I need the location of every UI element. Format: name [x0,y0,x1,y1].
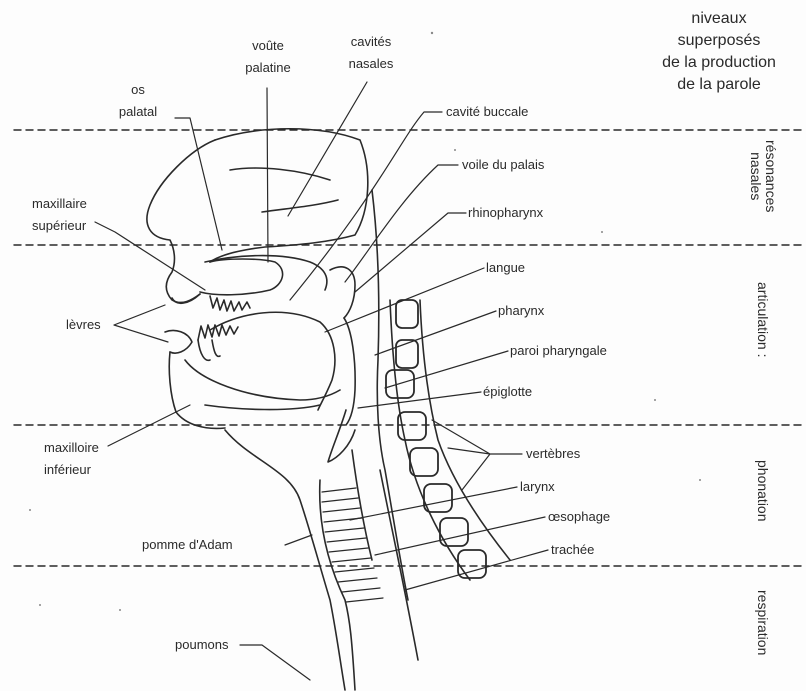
label-line: cavités [340,34,402,50]
level-label-nasal: résonances nasales [748,140,778,212]
label-levres: lèvres [66,317,101,333]
label-vertebres: vertèbres [526,446,580,462]
label-maxillaire-superieur: maxillaire supérieur [32,196,87,234]
label-cavites-nasales: cavités nasales [340,34,402,72]
label-paroi-pharyngale: paroi pharyngale [510,343,607,359]
title-line: de la parole [644,74,794,96]
label-larynx: larynx [520,479,555,495]
title-line: superposés [644,30,794,52]
level-label-line: résonances [763,140,778,212]
face-profile [147,140,215,302]
label-poumons: poumons [175,637,228,653]
epiglottis-outline [328,410,355,462]
label-line: palatine [242,60,294,76]
diagram-title: niveaux superposés de la production de l… [644,8,794,96]
level-label-line: nasales [748,140,763,212]
title-line: de la production [644,52,794,74]
label-line: palatal [112,104,164,120]
vertebra [396,340,418,368]
label-line: voûte [242,38,294,54]
label-cavite-buccale: cavité buccale [446,104,528,120]
esophagus [380,470,418,660]
label-oesophage: œsophage [548,509,610,525]
label-line: os [112,82,164,98]
label-langue: langue [486,260,525,276]
level-label-line: phonation [755,460,770,522]
label-epiglotte: épiglotte [483,384,532,400]
larynx-back [352,450,372,560]
maxilla [200,259,283,295]
chin [169,352,225,428]
label-line: nasales [340,56,402,72]
lower-teeth-roots [198,340,220,360]
title-line: niveaux [644,8,794,30]
label-line: maxilloire [44,440,99,456]
level-label-line: respiration [755,590,770,655]
vertebrae [386,300,486,578]
label-voile-du-palais: voile du palais [462,157,544,173]
level-label-phonation: phonation [755,460,770,522]
lower-teeth [198,325,238,340]
label-rhinopharynx: rhinopharynx [468,205,543,221]
label-pomme-d-adam: pomme d'Adam [142,537,233,553]
trachea-rings [322,488,383,602]
vertebra [410,448,438,476]
label-trachee: trachée [551,542,594,558]
label-line: maxillaire [32,196,87,212]
upper-teeth [210,296,250,311]
level-label-articulation: articulation : [755,282,770,357]
label-pharynx: pharynx [498,303,544,319]
level-label-line: articulation : [755,282,770,357]
jaw-underside [205,405,320,410]
label-maxillaire-inferieur: maxilloire inférieur [44,440,99,478]
nasal-turbinate-2 [262,200,338,212]
nasal-cavity-outline [210,129,368,262]
label-os-palatal: os palatal [112,82,164,120]
lower-lip [165,330,192,353]
upper-lip [172,294,200,303]
neck-front [225,430,345,690]
vertebra [424,484,452,512]
label-line: inférieur [44,462,99,478]
pharynx-front-wall [344,318,355,425]
level-label-respiration: respiration [755,590,770,655]
label-voute-palatine: voûte palatine [242,38,294,76]
label-line: supérieur [32,218,87,234]
oral-floor [185,360,340,400]
vertebra [396,300,418,328]
